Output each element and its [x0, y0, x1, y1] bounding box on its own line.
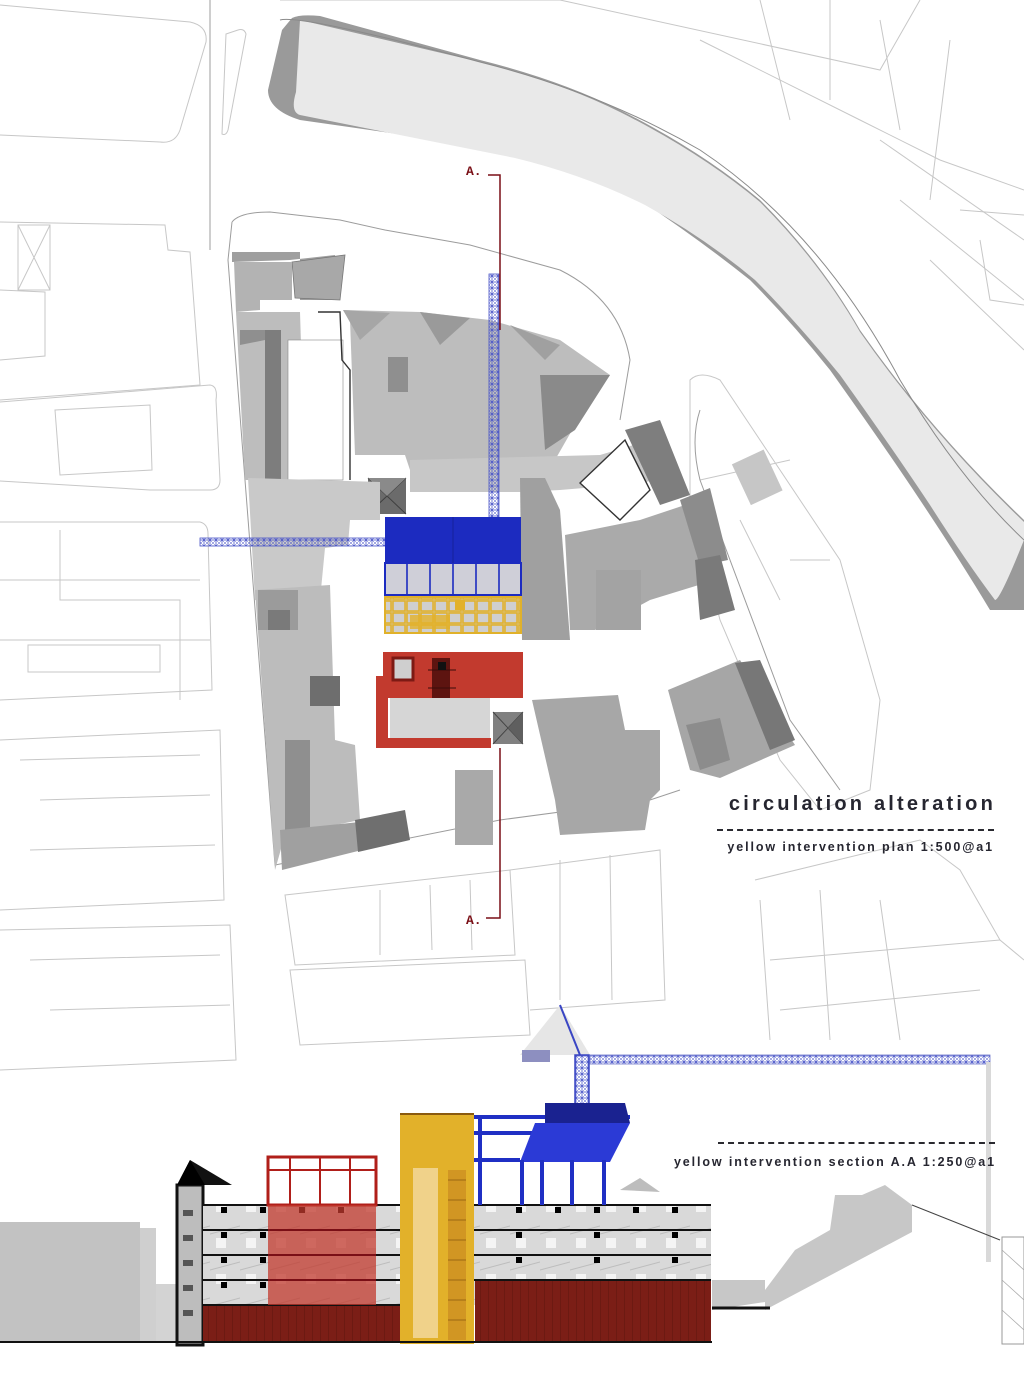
- section-drawing: [0, 1004, 1024, 1347]
- tower-crane: [520, 1004, 991, 1262]
- intervention-red-plan: [376, 652, 523, 748]
- intervention-red-section: [266, 1155, 378, 1305]
- terrain-right: [712, 1185, 1024, 1345]
- plan-scale-label: yellow intervention plan 1:500@a1: [727, 840, 994, 854]
- section-marker-top: A.: [466, 164, 482, 179]
- intervention-blue-section: [474, 1103, 660, 1205]
- intervention-yellow-section: [400, 1113, 474, 1344]
- intervention-blue-plan: [384, 517, 522, 596]
- section-cut-line: [486, 174, 501, 919]
- stair-tower: [175, 1160, 232, 1347]
- section-scale-label: yellow intervention section A.A 1:250@a1: [673, 1155, 996, 1169]
- river-water: [293, 20, 1024, 600]
- intervention-yellow-plan: [384, 596, 522, 634]
- neighbor-building-left: [0, 1222, 140, 1342]
- pyramid-roof-south: [492, 711, 524, 745]
- section-marker-bottom: A.: [466, 913, 482, 928]
- existing-buildings: [232, 252, 795, 870]
- site-plan: [0, 0, 1024, 1071]
- section-label-divider: [718, 1142, 995, 1144]
- plan-label-divider: [717, 829, 994, 831]
- cadastral-outlines: [0, 0, 1024, 1071]
- drawing-title: circulation alteration: [728, 793, 996, 815]
